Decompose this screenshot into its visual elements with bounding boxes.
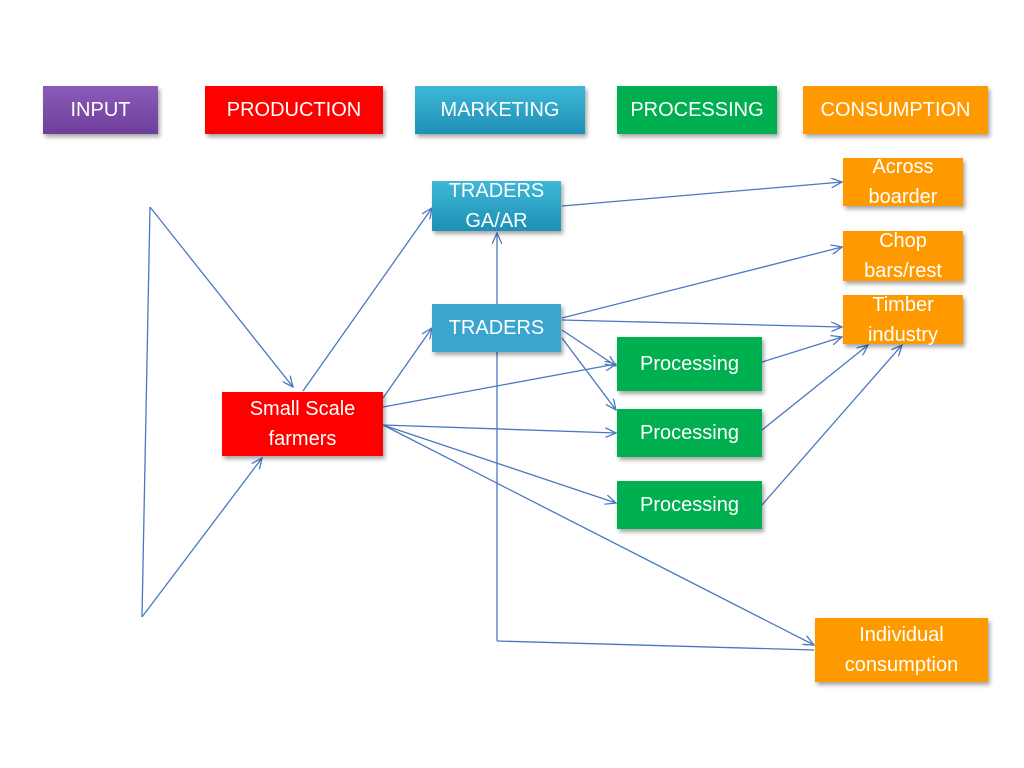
traders-to-timber-industry-arrow xyxy=(561,319,842,327)
processing-1-to-timber-industry-arrow xyxy=(761,337,842,363)
input-to-farmers-arrow-top xyxy=(149,206,293,387)
header-marketing: MARKETING xyxy=(415,86,585,134)
header-production: PRODUCTION xyxy=(205,86,383,134)
header-input: INPUT xyxy=(43,86,158,134)
header-processing: PROCESSING xyxy=(617,86,777,134)
node-across-boarder: Across boarder xyxy=(843,156,963,208)
node-small-scale-farmers: Small Scale farmers xyxy=(222,392,383,456)
node-processing-1: Processing xyxy=(617,337,762,391)
farmers-to-traders-arrow xyxy=(382,328,432,399)
farmers-to-individual-consumption-arrow xyxy=(382,424,814,645)
traders-ga-ar-to-across-boarder-arrow xyxy=(561,182,842,207)
farmers-to-traders-ga-ar-arrow xyxy=(302,208,432,392)
traders-to-processing-1-arrow xyxy=(561,329,616,366)
node-timber-industry: Timber industry xyxy=(843,294,963,346)
farmers-to-processing-2-arrow xyxy=(382,424,616,433)
node-processing-3: Processing xyxy=(617,481,762,529)
node-individual-consumption: Individual consumption xyxy=(815,618,988,682)
individual-consumption-return-line xyxy=(496,640,815,651)
traders-to-processing-2-arrow xyxy=(561,337,616,410)
node-processing-2: Processing xyxy=(617,409,762,457)
input-to-farmers-arrow-bottom xyxy=(141,458,262,618)
processing-3-to-timber-industry-arrow xyxy=(761,345,902,506)
node-traders: TRADERS xyxy=(432,304,561,352)
node-traders-ga-ar: TRADERS GA/AR xyxy=(432,180,561,232)
processing-2-to-timber-industry-arrow xyxy=(761,345,868,431)
node-chop-bars: Chop bars/rest xyxy=(843,230,963,282)
traders-to-chop-bars-arrow xyxy=(561,247,842,319)
input-connector-left xyxy=(141,206,151,618)
farmers-to-processing-3-arrow xyxy=(382,424,616,503)
farmers-to-processing-1-arrow xyxy=(382,364,616,408)
header-consumption: CONSUMPTION xyxy=(803,86,988,134)
